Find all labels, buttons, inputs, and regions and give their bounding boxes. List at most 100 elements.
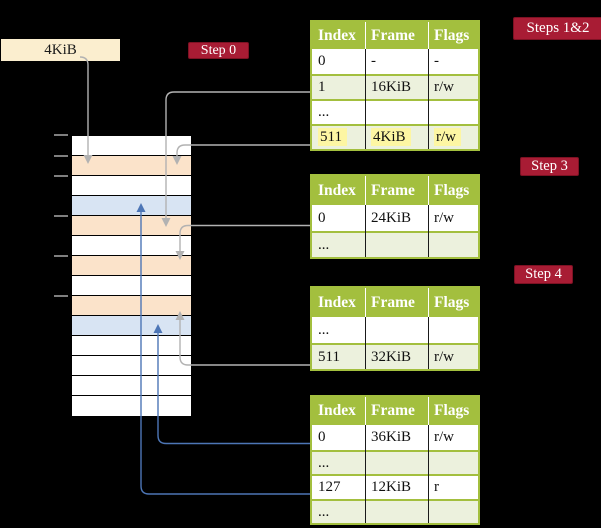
cell-frame: -	[365, 49, 428, 74]
cell-frame: 12KiB	[365, 476, 428, 499]
cell-index: ...	[312, 101, 365, 124]
cell-flags: -	[428, 49, 478, 74]
cell-value: r/w	[434, 429, 454, 445]
column-header-index: Index	[318, 402, 356, 419]
cell-value: r/w	[434, 349, 454, 365]
cell-value: r	[434, 479, 439, 495]
cell-frame: 24KiB	[365, 205, 428, 231]
memory-tick-5	[54, 295, 68, 298]
badge-step-0: Step 0	[188, 42, 249, 59]
header-separator	[364, 288, 366, 317]
header-separator	[427, 397, 429, 425]
memory-frame-row-11	[72, 356, 191, 376]
cell-flags	[428, 317, 478, 343]
column-header-frame: Frame	[371, 182, 415, 199]
memory-frame-row-9	[72, 316, 191, 336]
badge-step-3: Step 3	[520, 157, 579, 176]
header-separator	[427, 22, 429, 49]
column-header-frame: Frame	[371, 402, 415, 419]
column-separator	[365, 205, 366, 257]
header-separator	[364, 397, 366, 425]
cell-flags: r/w	[428, 205, 478, 231]
header-separator	[364, 176, 366, 205]
table-header-row: Index Frame Flags	[312, 288, 478, 317]
cell-value: 4KiB	[371, 128, 411, 146]
cell-frame	[365, 452, 428, 475]
table-row-...: ...	[312, 231, 478, 257]
column-separator	[365, 425, 366, 523]
cell-flags: r/w	[428, 425, 478, 450]
memory-tick-4	[54, 255, 68, 258]
column-header-index: Index	[318, 27, 356, 44]
cell-index: 0	[312, 49, 365, 74]
memory-frame-row-3	[72, 196, 191, 216]
cell-value: 0	[318, 429, 326, 445]
cell-value: ...	[318, 454, 330, 471]
column-separator	[365, 49, 366, 149]
cell-value: 0	[318, 210, 326, 226]
memory-frame-row-13	[72, 396, 191, 416]
cell-value: 12KiB	[371, 479, 412, 495]
column-separator	[428, 317, 429, 369]
physical-memory-column	[71, 135, 192, 417]
column-separator	[428, 425, 429, 523]
column-separator	[428, 205, 429, 257]
cell-value: 1	[318, 79, 326, 95]
table-row-0: 0 36KiB r/w	[312, 425, 478, 450]
cell-index: 127	[312, 476, 365, 499]
cell-value: 24KiB	[371, 210, 412, 226]
cell-value: r/w	[434, 128, 461, 146]
frame-size-label: 4KiB	[1, 39, 120, 61]
memory-frame-row-8	[72, 296, 191, 316]
cell-flags: r/w	[428, 126, 478, 149]
column-separator	[365, 317, 366, 369]
cell-value: -	[371, 53, 376, 69]
cell-value: 511	[318, 128, 347, 146]
badge-steps-1-2: Steps 1&2	[513, 17, 601, 40]
cell-frame: 36KiB	[365, 425, 428, 450]
header-separator	[427, 288, 429, 317]
table-row-0: 0 24KiB r/w	[312, 205, 478, 231]
column-header-flags: Flags	[434, 294, 470, 311]
column-header-index: Index	[318, 182, 356, 199]
cell-index: ...	[312, 452, 365, 475]
cell-frame	[365, 317, 428, 343]
cell-flags	[428, 101, 478, 124]
cell-value: ...	[318, 104, 330, 120]
cell-value: ...	[318, 322, 330, 338]
cell-frame	[365, 233, 428, 257]
cell-flags	[428, 452, 478, 475]
memory-tick-3	[54, 215, 68, 218]
memory-frame-row-0	[72, 136, 191, 156]
memory-frame-row-1	[72, 156, 191, 176]
cell-value: 127	[318, 479, 341, 495]
column-separator	[428, 49, 429, 149]
cell-value: r/w	[434, 79, 454, 95]
memory-frame-row-6	[72, 256, 191, 276]
cell-flags: r/w	[428, 345, 478, 369]
memory-frame-row-10	[72, 336, 191, 356]
header-separator	[364, 22, 366, 49]
memory-frame-row-2	[72, 176, 191, 196]
column-header-index: Index	[318, 294, 356, 311]
table-row-...: ...	[312, 99, 478, 124]
cell-index: ...	[312, 317, 365, 343]
column-header-frame: Frame	[371, 294, 415, 311]
memory-frame-row-7	[72, 276, 191, 296]
cell-value: 36KiB	[371, 429, 412, 445]
memory-tick-2	[54, 175, 68, 178]
cell-value: 32KiB	[371, 349, 412, 365]
cell-flags	[428, 501, 478, 524]
memory-frame-row-5	[72, 236, 191, 256]
cell-value: ...	[318, 503, 330, 520]
memory-frame-row-4	[72, 216, 191, 236]
cell-value: -	[434, 53, 439, 69]
badge-step-4: Step 4	[514, 265, 573, 284]
